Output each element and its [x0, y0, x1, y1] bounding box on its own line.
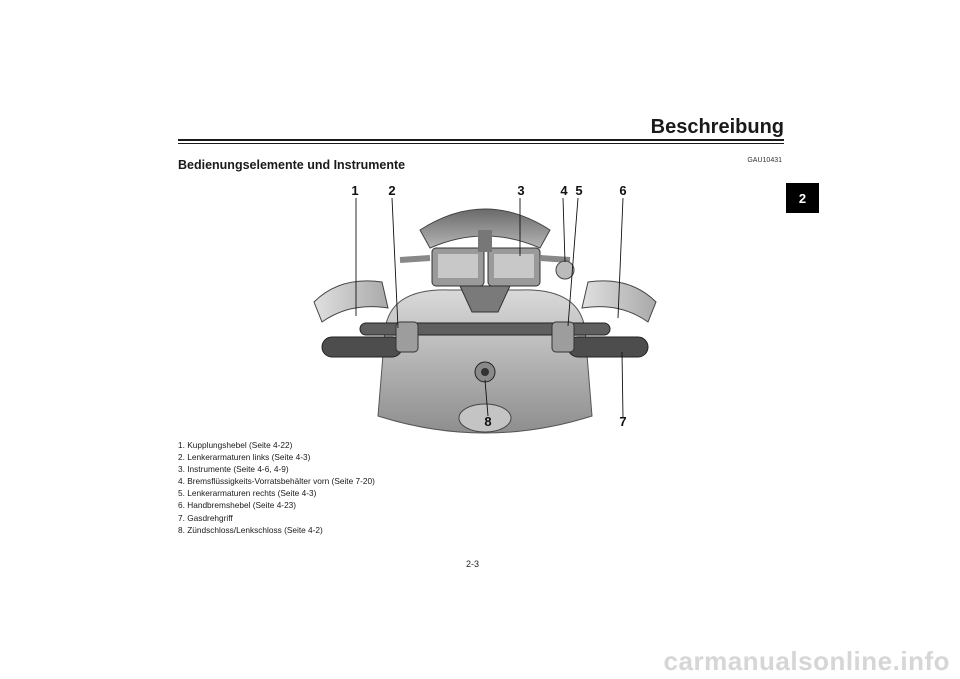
callout-8: 8	[484, 414, 492, 429]
callout-4: 4	[560, 183, 568, 198]
page-number: 2-3	[466, 559, 480, 569]
legend-item: 7. Gasdrehgriff	[178, 512, 233, 523]
header-rule-thin	[178, 143, 784, 144]
legend-item: 6. Handbremshebel (Seite 4-23)	[178, 500, 297, 511]
callout-7: 7	[619, 414, 627, 429]
callout-1: 1	[351, 183, 359, 198]
legend-item: 8. Zündschloss/Lenkschloss (Seite 4-2)	[178, 524, 323, 535]
legend-item: 4. Bremsflüssigkeits-Vorratsbehälter vor…	[178, 476, 375, 487]
chapter-tab[interactable]: 2	[786, 183, 819, 213]
callout-5: 5	[575, 183, 583, 198]
legend-item: 2. Lenkerarmaturen links (Seite 4-3)	[178, 452, 311, 463]
motorcycle-controls-illustration	[313, 197, 657, 434]
legend-list: 1. Kupplungshebel (Seite 4-22) 2. Lenker…	[178, 439, 375, 536]
document-code: GAU10431	[747, 157, 782, 164]
header-rule	[178, 139, 784, 141]
page-header-title: Beschreibung	[650, 116, 784, 138]
section-title: Bedienungselemente und Instrumente	[178, 158, 406, 172]
legend-item: 5. Lenkerarmaturen rechts (Seite 4-3)	[178, 488, 317, 499]
callout-2: 2	[388, 183, 396, 198]
legend-item: 3. Instrumente (Seite 4-6, 4-9)	[178, 464, 289, 475]
legend-item: 1. Kupplungshebel (Seite 4-22)	[178, 440, 293, 450]
watermark[interactable]: carmanualsonline.info	[663, 646, 950, 676]
callout-6: 6	[619, 183, 627, 198]
callout-3: 3	[517, 183, 525, 198]
